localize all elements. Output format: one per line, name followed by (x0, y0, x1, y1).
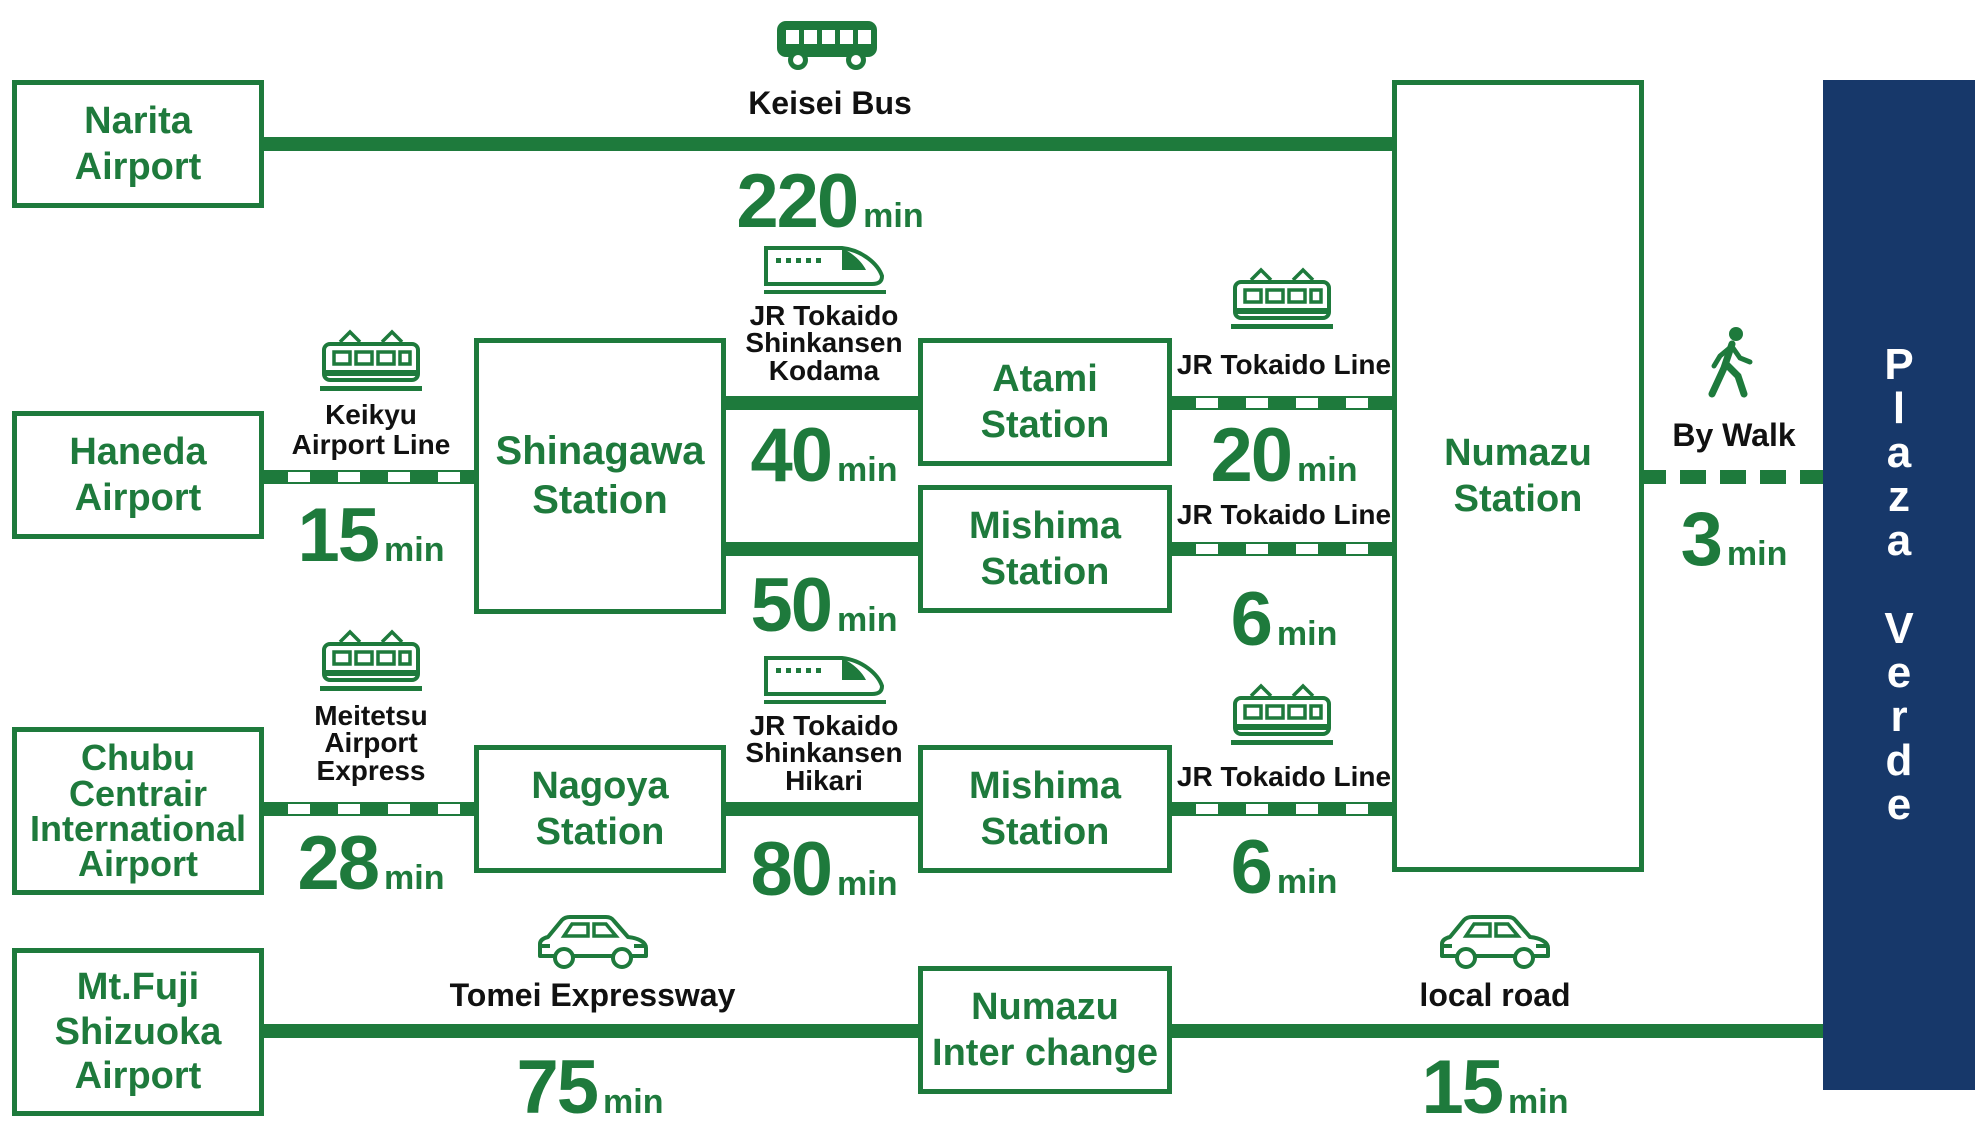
node-shinagawa-station: Shinagawa Station (474, 338, 726, 614)
keisei-bus-line (260, 137, 1396, 151)
walking-person-icon (1708, 327, 1753, 398)
train-icon (1231, 267, 1333, 329)
destination-label-char: d (1885, 736, 1913, 785)
destination-label-char: V (1884, 604, 1914, 653)
label-walk: By Walk (1672, 417, 1796, 453)
car-icon (1440, 915, 1550, 969)
node-haneda-airport: Haneda Airport (12, 411, 264, 539)
train-icon (1231, 683, 1333, 745)
atami-numazu-line (1168, 396, 1396, 410)
kodama-line (722, 396, 922, 410)
node-mtfuji-airport: Mt.Fuji Shizuoka Airport (12, 948, 264, 1116)
node-atami-station: Atami Station (918, 338, 1172, 466)
label-hikari: JR Tokaido Shinkansen Hikari (745, 710, 903, 796)
node-mishima-station-2: Mishima Station (918, 745, 1172, 873)
node-chubu-airport: Chubu Centrair International Airport (12, 727, 264, 895)
destination-label-char: a (1886, 428, 1912, 477)
label-keisei-bus: Keisei Bus (748, 85, 912, 121)
keikyu-line (260, 470, 478, 484)
node-mishima-station-1: Mishima Station (918, 485, 1172, 613)
node-numazu-interchange: Numazu Inter change (918, 966, 1172, 1094)
node-numazu-station: Numazu Station (1392, 80, 1644, 872)
meitetsu-line (260, 802, 478, 816)
shinagawa-mishima-line (722, 542, 922, 556)
destination-label-char: P (1884, 340, 1914, 389)
label-tomei: Tomei Expressway (449, 977, 736, 1013)
label-kodama: JR Tokaido Shinkansen Kodama (745, 300, 903, 386)
destination-label-char: r (1890, 692, 1908, 741)
car-icon (538, 915, 648, 969)
destination-label-char: e (1886, 780, 1912, 829)
label-atami-numazu: JR Tokaido Line (1176, 349, 1392, 380)
node-nagoya-station: Nagoya Station (474, 745, 726, 873)
local-road-line (1168, 1024, 1823, 1038)
label-mishima-numazu-2: JR Tokaido Line (1176, 761, 1392, 792)
hikari-line (722, 802, 922, 816)
walk-line (1640, 470, 1823, 484)
train-icon (320, 329, 422, 391)
mishima-numazu-line-2 (1168, 802, 1396, 816)
label-local-road: local road (1419, 977, 1571, 1013)
destination-label-char: z (1888, 472, 1910, 521)
label-meitetsu: Meitetsu Airport Express (314, 700, 428, 786)
mishima-numazu-line-1 (1168, 542, 1396, 556)
destination-label-char: a (1886, 516, 1912, 565)
shinkansen-icon (764, 246, 886, 294)
label-keikyu: Keikyu Airport Line (291, 399, 451, 461)
shinkansen-icon (764, 656, 886, 704)
destination-label-char (1893, 563, 1905, 607)
node-narita-airport: Narita Airport (12, 80, 264, 208)
train-icon (320, 629, 422, 691)
label-mishima-numazu-1: JR Tokaido Line (1176, 499, 1392, 530)
destination-label-char: l (1892, 384, 1906, 433)
bus-icon (777, 21, 877, 70)
tomei-line (260, 1024, 922, 1038)
destination-label-char: e (1886, 648, 1912, 697)
